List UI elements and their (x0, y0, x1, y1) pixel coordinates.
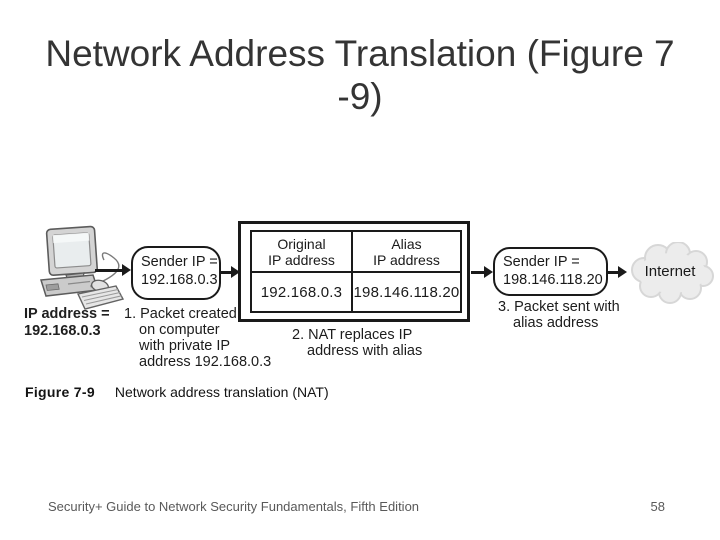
figure-label: Figure 7-9 (25, 384, 95, 400)
step1-caption: 1. Packet created on computer with priva… (124, 306, 272, 370)
step2-caption: 2. NAT replaces IP address with alias (292, 327, 423, 359)
page-title-line1: Network Address Translation (Figure 7 (45, 33, 675, 74)
figure-caption: Figure 7-9 Network address translation (N… (25, 384, 329, 400)
nat-table: Original IP address Alias IP address 192… (250, 230, 462, 313)
sender-box-private-line1: Sender IP = (141, 254, 218, 270)
slide-footer: Security+ Guide to Network Security Fund… (48, 499, 665, 514)
footer-book-title: Security+ Guide to Network Security Fund… (48, 499, 420, 514)
desktop-computer-icon (40, 225, 125, 310)
internet-cloud: Internet (624, 242, 716, 304)
step3-caption: 3. Packet sent with alias address (498, 299, 620, 331)
computer-ip-label-line2: 192.168.0.3 (24, 323, 101, 339)
arrow-private-box-to-table-icon (220, 266, 240, 279)
nat-table-header-original: Original IP address (252, 232, 353, 273)
sender-box-alias: Sender IP = 198.146.118.20 (493, 247, 608, 296)
page-title-line2: -9) (337, 76, 383, 117)
page-title: Network Address Translation (Figure 7 -9… (0, 32, 720, 118)
nat-table-header-alias: Alias IP address (353, 232, 460, 273)
internet-cloud-icon (631, 242, 714, 304)
arrow-alias-box-to-internet-icon (606, 266, 627, 279)
arrow-computer-to-private-box-icon (95, 264, 131, 277)
sender-box-alias-line1: Sender IP = (503, 254, 580, 270)
computer-ip-label: IP address = 192.168.0.3 (24, 306, 139, 340)
sender-box-private: Sender IP = 192.168.0.3 (131, 246, 221, 300)
arrow-table-to-alias-box-icon (471, 266, 493, 279)
footer-page-number: 58 (650, 499, 665, 514)
nat-table-value-alias: 198.146.118.20 (353, 283, 460, 301)
sender-box-alias-line2: 198.146.118.20 (503, 272, 603, 288)
sender-box-private-line2: 192.168.0.3 (141, 272, 218, 288)
figure-caption-text: Network address translation (NAT) (114, 384, 329, 400)
nat-table-value-original: 192.168.0.3 (252, 273, 353, 311)
computer-ip-label-line1: IP address = (24, 306, 110, 322)
internet-label: Internet (644, 263, 696, 280)
